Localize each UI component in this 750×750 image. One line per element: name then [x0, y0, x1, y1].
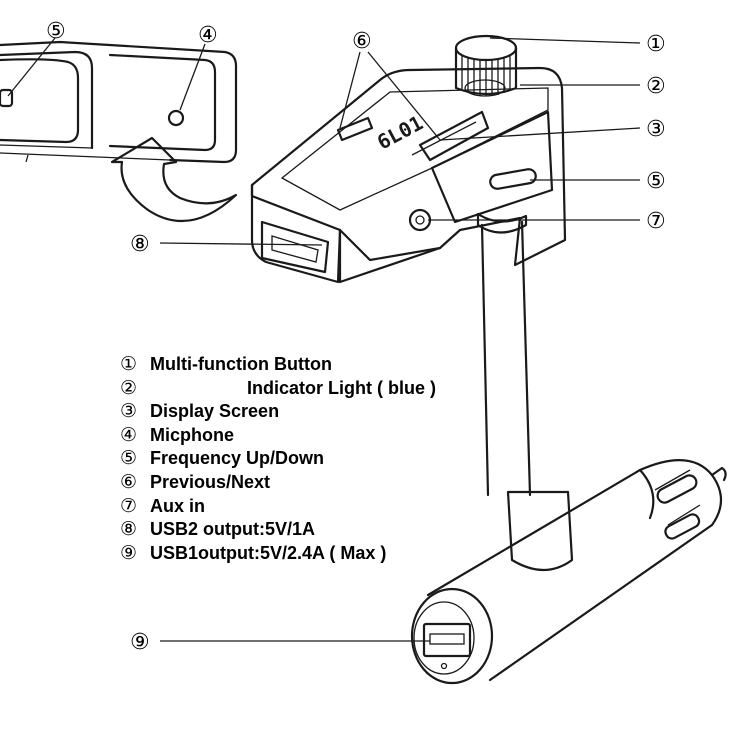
- prev-next-button: [336, 116, 374, 142]
- legend-text: Previous/Next: [150, 471, 271, 492]
- legend-item: ⑨ USB1output:5V/2.4A ( Max ): [120, 542, 436, 566]
- legend-mark: ⑦: [120, 494, 138, 517]
- usb1-port: [422, 622, 472, 670]
- display-text: 6L01: [373, 111, 427, 155]
- multi-function-knob: [454, 34, 518, 96]
- legend-text: Frequency Up/Down: [150, 448, 325, 469]
- legend-text: Indicator Light ( blue ): [247, 377, 436, 398]
- gooseneck: [476, 212, 574, 571]
- legend-item: ① Multi-function Button: [120, 353, 436, 377]
- callout-numbers: ① ② ③ ④ ⑤ ⑤ ⑥ ⑦ ⑧ ⑨: [46, 19, 666, 655]
- curved-arrow: [110, 136, 238, 223]
- legend-text: USB2 output:5V/1A: [150, 519, 316, 540]
- legend-item: ④ Micphone: [120, 424, 436, 448]
- legend-text: Multi-function Button: [150, 354, 332, 374]
- callout-4: ④: [198, 23, 218, 48]
- car-plug: [410, 459, 727, 685]
- callout-6: ⑥: [352, 29, 372, 54]
- callout-2: ②: [646, 74, 666, 99]
- legend-mark: ④: [120, 423, 138, 446]
- legend-item: ⑤ Frequency Up/Down: [120, 447, 436, 471]
- callout-7: ⑦: [646, 209, 666, 234]
- callout-5-inset: ⑤: [46, 19, 66, 44]
- legend-mark: ⑤: [120, 447, 138, 470]
- legend-mark: ⑨: [120, 541, 138, 564]
- legend-text: USB1output:5V/2.4A ( Max ): [150, 542, 387, 563]
- legend-mark: ⑧: [120, 518, 138, 541]
- callout-5: ⑤: [646, 169, 666, 194]
- frequency-button: [489, 168, 537, 190]
- legend-item: ⑧ USB2 output:5V/1A: [120, 518, 436, 542]
- legend-text: Aux in: [150, 495, 206, 516]
- side-button: [0, 88, 14, 108]
- legend-item: ⑥ Previous/Next: [120, 471, 436, 495]
- legend-item: ⑦ Aux in: [120, 495, 436, 519]
- legend-text: Micphone: [150, 424, 234, 445]
- callout-1: ①: [646, 32, 666, 57]
- callout-3: ③: [646, 117, 666, 142]
- callout-9: ⑨: [130, 630, 150, 655]
- side-view-inset: [0, 40, 238, 223]
- legend-mark: ③: [120, 400, 138, 423]
- microphone-hole: [167, 109, 185, 127]
- aux-port: [408, 208, 432, 232]
- leader-lines: [7, 37, 641, 642]
- legend-item: ② Indicator Light ( blue ): [120, 377, 436, 401]
- indicator-light: [464, 79, 506, 97]
- legend: ① Multi-function Button ② Indicator Light …: [120, 353, 436, 565]
- legend-mark: ⑥: [120, 470, 138, 493]
- callout-8: ⑧: [130, 232, 150, 257]
- legend-mark: ①: [120, 353, 138, 375]
- legend-item: ③ Display Screen: [120, 400, 436, 424]
- legend-mark: ②: [120, 376, 138, 399]
- legend-text: Display Screen: [150, 401, 280, 422]
